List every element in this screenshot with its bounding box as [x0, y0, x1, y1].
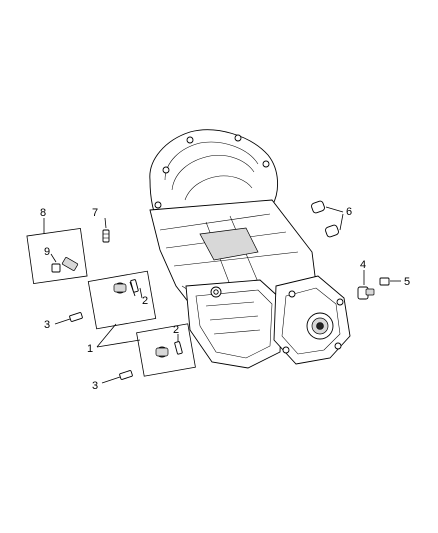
callout-5: 5	[404, 276, 410, 288]
callout-3-upper: 3	[44, 319, 50, 331]
callout-2-lower: 2	[173, 324, 179, 336]
sensor-4	[357, 270, 375, 300]
plugs-6	[311, 200, 344, 238]
sensor-box-lower	[136, 323, 196, 377]
callout-6: 6	[346, 206, 352, 218]
callout-9: 9	[44, 246, 50, 258]
bolt-7	[102, 217, 110, 243]
leader-1b	[96, 339, 141, 348]
transmission-assembly	[149, 129, 351, 369]
callout-1: 1	[87, 343, 93, 355]
bushing-kit-box	[26, 218, 88, 284]
bolt-3-upper	[54, 312, 83, 325]
leader-1a	[96, 323, 117, 348]
sensor-box-upper	[87, 270, 157, 330]
callout-8: 8	[40, 207, 46, 219]
fitting-5	[379, 277, 401, 286]
bolt-3-lower	[101, 370, 133, 384]
callout-4: 4	[360, 259, 366, 271]
callout-2-upper: 2	[142, 295, 148, 307]
callout-7: 7	[92, 207, 98, 219]
callout-3-lower: 3	[92, 380, 98, 392]
